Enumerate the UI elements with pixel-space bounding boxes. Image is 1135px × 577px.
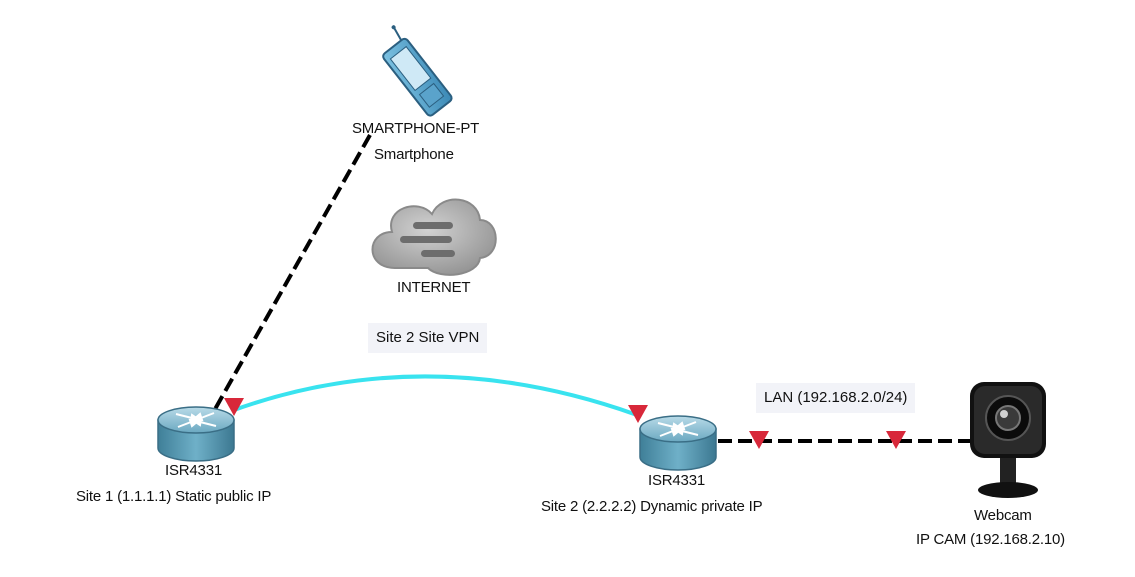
vpn-note: Site 2 Site VPN (368, 323, 488, 353)
router1-model-label: ISR4331 (165, 462, 222, 479)
port-markers (224, 398, 906, 449)
webcam-model-label: Webcam (974, 507, 1032, 524)
port-marker (628, 405, 648, 423)
webcam-icon[interactable] (970, 382, 1046, 498)
vpn-link[interactable] (233, 374, 641, 418)
port-marker (886, 431, 906, 449)
smartphone-model-label: SMARTPHONE-PT (352, 120, 480, 137)
router1-name-label: Site 1 (1.1.1.1) Static public IP (76, 488, 272, 505)
port-marker (749, 431, 769, 449)
lan-note: LAN (192.168.2.0/24) (756, 383, 916, 413)
internet-label: INTERNET (397, 279, 471, 296)
smartphone-name-label: Smartphone (374, 146, 454, 163)
link-smartphone-router1[interactable] (208, 134, 372, 419)
router2-name-label: Site 2 (2.2.2.2) Dynamic private IP (541, 498, 763, 515)
router2-icon[interactable] (639, 415, 717, 471)
port-marker (224, 398, 244, 416)
cloud-icon[interactable] (371, 198, 497, 276)
webcam-name-label: IP CAM (192.168.2.10) (916, 531, 1065, 548)
router2-model-label: ISR4331 (648, 472, 705, 489)
router1-icon[interactable] (157, 406, 235, 462)
smartphone-icon[interactable] (371, 24, 453, 117)
